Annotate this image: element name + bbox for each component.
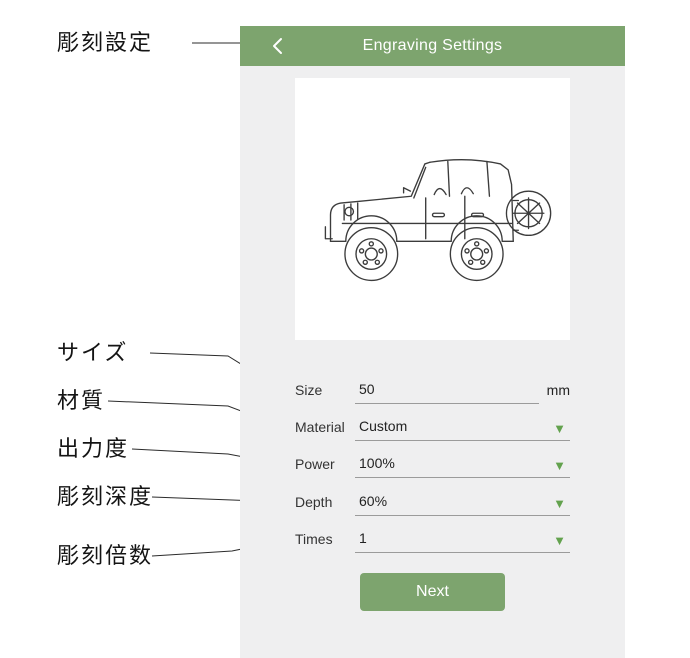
size-unit-label: mm <box>546 382 570 398</box>
annotation-engraving-settings: 彫刻設定 <box>57 30 154 55</box>
form-row-power: Power 100% ▼ <box>295 446 570 478</box>
material-dropdown[interactable]: Custom ▼ <box>355 409 570 441</box>
app-panel: Engraving Settings <box>240 26 625 658</box>
vehicle-line-art <box>324 158 552 282</box>
chevron-left-icon <box>272 38 282 54</box>
form-row-size: Size 50 mm <box>295 372 570 404</box>
dropdown-caret-icon: ▼ <box>553 496 566 511</box>
material-value: Custom <box>359 418 408 434</box>
form-row-depth: Depth 60% ▼ <box>295 484 570 516</box>
back-button[interactable] <box>262 26 292 66</box>
form-row-material: Material Custom ▼ <box>295 409 570 441</box>
app-header: Engraving Settings <box>240 26 625 66</box>
size-value: 50 <box>359 381 375 397</box>
next-button[interactable]: Next <box>360 573 505 611</box>
annotation-material: 材質 <box>57 388 106 413</box>
depth-value: 60% <box>359 493 388 509</box>
size-label: Size <box>295 382 323 398</box>
form-row-times: Times 1 ▼ <box>295 521 570 553</box>
annotation-size: サイズ <box>57 340 129 365</box>
depth-dropdown[interactable]: 60% ▼ <box>355 484 570 516</box>
annotation-times: 彫刻倍数 <box>57 543 154 568</box>
page-title: Engraving Settings <box>362 37 503 54</box>
annotation-power: 出力度 <box>57 436 130 461</box>
times-value: 1 <box>359 530 367 546</box>
annotation-depth: 彫刻深度 <box>57 484 154 509</box>
size-input[interactable]: 50 <box>355 372 539 404</box>
dropdown-caret-icon: ▼ <box>553 458 566 473</box>
times-label: Times <box>295 531 333 547</box>
depth-label: Depth <box>295 494 333 510</box>
power-value: 100% <box>359 455 395 471</box>
material-label: Material <box>295 419 345 435</box>
dropdown-caret-icon: ▼ <box>553 533 566 548</box>
engraving-preview <box>295 78 570 340</box>
power-label: Power <box>295 456 335 472</box>
dropdown-caret-icon: ▼ <box>553 421 566 436</box>
power-dropdown[interactable]: 100% ▼ <box>355 446 570 478</box>
times-dropdown[interactable]: 1 ▼ <box>355 521 570 553</box>
